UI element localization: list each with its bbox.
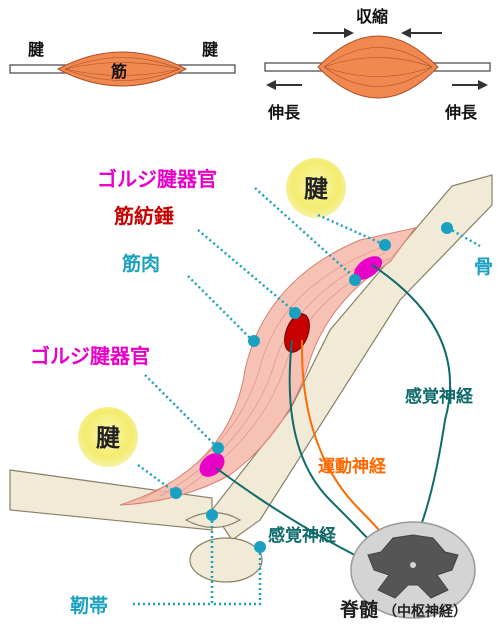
spinal-cord-note: （中枢神経）: [383, 603, 467, 620]
relaxed-muscle-illustration: 腱 腱 筋: [9, 40, 236, 87]
golgi-tendon-organ-lower: [199, 453, 225, 477]
leader-lines: [130, 187, 481, 606]
ligament-label: 靭帯: [70, 594, 108, 617]
golgi-label-upper: ゴルジ腱器官: [97, 167, 217, 191]
sensory-nerve-label-lower: 感覚神経: [268, 525, 337, 546]
sensory-nerve-label-upper: 感覚神経: [405, 386, 474, 407]
stretch-label-right: 伸長: [444, 103, 478, 122]
tendon-badge-lower: [78, 407, 138, 467]
motor-nerve-label: 運動神経: [318, 456, 387, 477]
contraction-label: 収縮: [356, 7, 388, 26]
stretch-label-left: 伸長: [267, 103, 301, 122]
upper-arm-bone: [211, 174, 493, 541]
tendon-badge-lower-text: 腱: [96, 424, 120, 452]
tendon-badge-upper: [286, 158, 346, 218]
relaxed-muscle-belly: [56, 51, 188, 87]
bone-label: 骨: [474, 256, 493, 278]
tendon-label-top-right: 腱: [202, 40, 219, 59]
forearm-bone: [9, 469, 213, 531]
muscle-label: 筋肉: [122, 252, 160, 275]
spinal-cord-label: 脊髄: [339, 598, 378, 621]
contracted-muscle-illustration: 収縮 伸長 伸長: [264, 7, 491, 122]
muscle-label-top: 筋: [110, 62, 127, 81]
contracted-muscle-belly: [317, 35, 439, 99]
spindle-label: 筋紡錘: [114, 204, 174, 228]
tendon-label-top-left: 腱: [28, 40, 45, 59]
golgi-tendon-organ-upper: [353, 256, 383, 280]
golgi-label-lower: ゴルジ腱器官: [30, 344, 150, 368]
tendon-badge-upper-text: 腱: [304, 175, 328, 203]
spinal-cord-cross-section: [350, 521, 476, 619]
pointer-dots: [170, 222, 453, 553]
